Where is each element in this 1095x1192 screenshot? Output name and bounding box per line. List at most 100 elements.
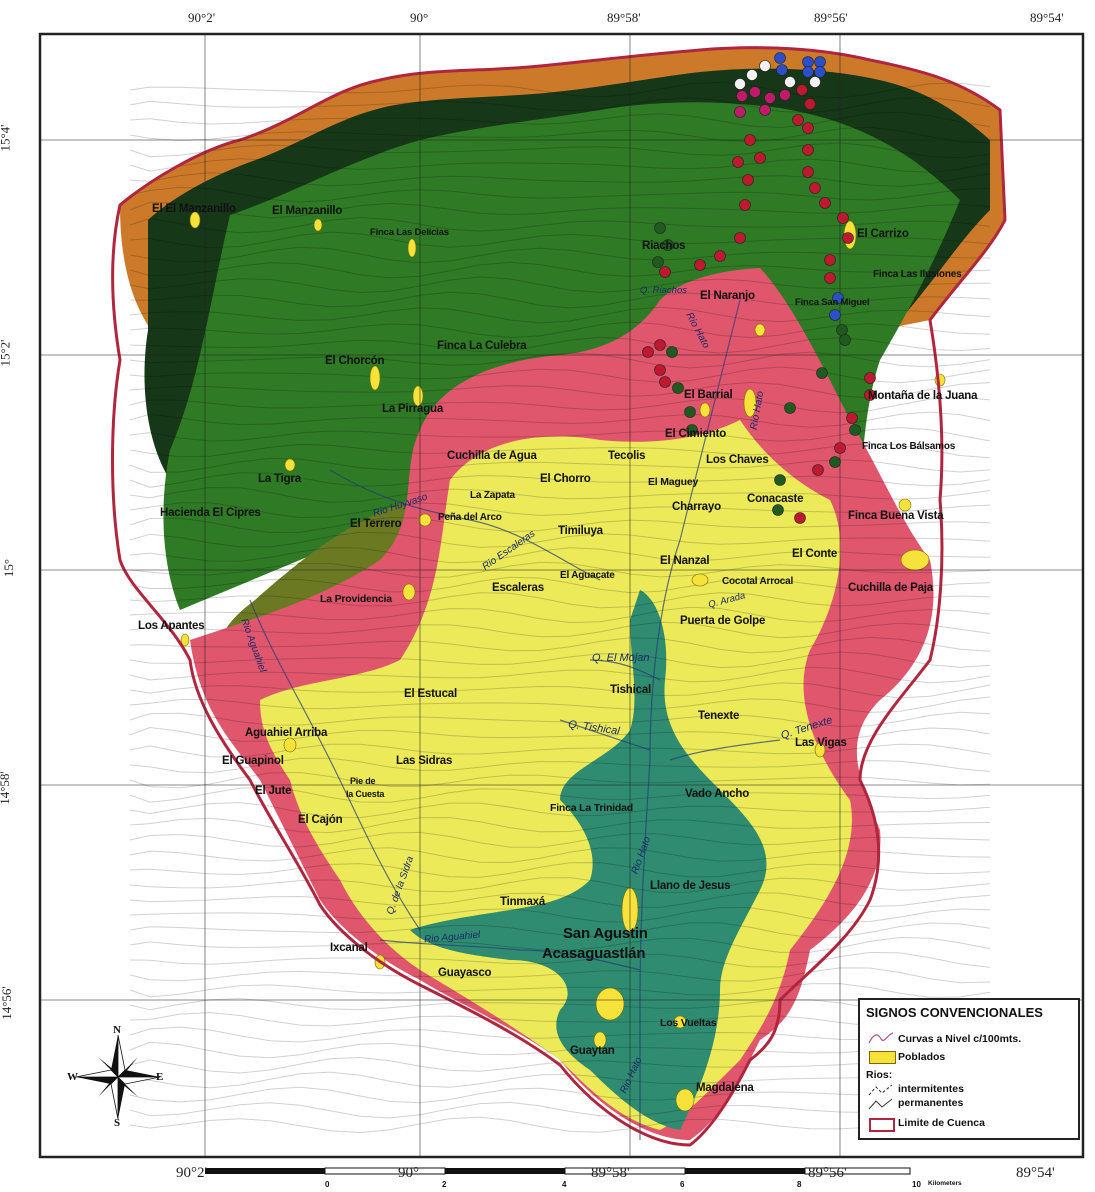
label-finca-los-balsamos: Finca Los Bálsamos [862, 441, 956, 452]
sampling-point [864, 389, 876, 401]
sampling-point [796, 84, 808, 96]
label-el-terrero: El Terrero [350, 518, 402, 530]
label-tenexte: Tenexte [698, 710, 740, 722]
scale-tick-0: 0 [325, 1180, 330, 1189]
label-los-chaves: Los Chaves [706, 454, 769, 466]
sampling-point [864, 372, 876, 384]
sampling-points [642, 52, 876, 524]
sampling-point [784, 402, 796, 414]
label-ixcanal: Ixcanal [330, 942, 368, 954]
sampling-point [686, 424, 698, 436]
sampling-point [734, 232, 746, 244]
label-la-tigra: La Tigra [258, 473, 301, 485]
scale-bar [205, 1167, 911, 1175]
sampling-point [642, 346, 654, 358]
sampling-point [736, 90, 748, 102]
sampling-point [824, 254, 836, 266]
label-guayasco: Guayasco [438, 967, 492, 979]
river-q-riachos: Q. Riachos [640, 285, 687, 296]
sampling-point [776, 64, 788, 76]
sampling-point [837, 212, 849, 224]
sampling-point [774, 52, 786, 64]
label-riachos: Riachos [642, 240, 686, 252]
permanent-swatch [868, 1098, 893, 1110]
scale-tick-10: 10 [912, 1180, 921, 1189]
label-cuchilla-de-paja: Cuchilla de Paja [848, 582, 933, 594]
sampling-point [792, 114, 804, 126]
sampling-point [779, 89, 791, 101]
label-el-nanzal: El Nanzal [660, 555, 710, 567]
coord-left-5: 14°56' [0, 986, 14, 1020]
coord-bottom-2: 90° [398, 1165, 419, 1181]
sampling-point [739, 199, 751, 211]
label-el-carrizo: El Carrizo [857, 228, 909, 240]
sampling-point [802, 66, 814, 78]
label-san-agustin: San Agustin [563, 925, 648, 942]
label-magdalena: Magdalena [696, 1082, 754, 1094]
sampling-point [824, 272, 836, 284]
sampling-point [714, 250, 726, 262]
label-el-aguacate: El Aguacate [560, 570, 615, 581]
label-puerta-de-golpe: Puerta de Golpe [680, 615, 766, 627]
coord-top-5: 89°54' [1030, 10, 1064, 25]
label-la-zapata: La Zapata [470, 490, 515, 501]
label-vado-ancho: Vado Ancho [685, 788, 750, 800]
label-finca-san-miguel: Finca San Miguel [795, 297, 870, 308]
label-finca-las-delicias: Finca Las Delicias [370, 227, 449, 238]
sampling-point [802, 122, 814, 134]
label-pie-cuesta-2: la Cuesta [346, 789, 385, 799]
sampling-point [734, 78, 746, 90]
contour-lines [129, 81, 991, 1134]
label-las-vigas: Las Vigas [795, 737, 847, 749]
coord-left-1: 15°4' [0, 124, 13, 152]
label-timiluya: Timiluya [558, 525, 603, 537]
settlement-patches [180, 211, 946, 1112]
sampling-point [759, 60, 771, 72]
label-los-vueltas: Los Vueltas [660, 1017, 717, 1029]
settlement-swatch [869, 1051, 896, 1064]
label-el-estucal: El Estucal [404, 688, 457, 700]
intermittent-swatch [868, 1084, 893, 1096]
label-charrayo: Charrayo [672, 501, 721, 513]
river-q-el-mojan: Q. El Mojan [592, 652, 650, 664]
coord-left-4: 14°58' [0, 771, 12, 805]
sampling-point [772, 504, 784, 516]
sampling-point [774, 474, 786, 486]
label-el-chorro: El Chorro [540, 473, 591, 485]
coord-bottom-3: 89°58' [591, 1165, 630, 1181]
label-las-sidras: Las Sidras [396, 755, 453, 767]
compass-rose [75, 1034, 161, 1120]
legend-settlements: Poblados [898, 1051, 946, 1063]
sampling-point [662, 239, 674, 251]
legend-box: SIGNOS CONVENCIONALES Curvas a Nivel c/1… [858, 998, 1080, 1140]
legend-contours: Curvas a Nivel c/100mts. [898, 1033, 1022, 1045]
sampling-point [666, 346, 678, 358]
label-el-barrial: El Barrial [684, 389, 733, 401]
sampling-point [832, 292, 844, 304]
sampling-point [759, 104, 771, 116]
compass-w: W [67, 1071, 78, 1083]
sampling-point [784, 76, 796, 88]
sampling-point [804, 98, 816, 110]
coord-bottom-1: 90°2' [176, 1165, 208, 1181]
label-el-conte: El Conte [792, 548, 838, 560]
sampling-point [814, 56, 826, 68]
coord-top-4: 89°56' [814, 10, 848, 25]
compass-e: E [156, 1071, 164, 1083]
coord-left-3: 15° [1, 558, 17, 578]
sampling-point [746, 69, 758, 81]
sampling-point [764, 92, 776, 104]
sampling-point [846, 412, 858, 424]
sampling-point [836, 324, 848, 336]
sampling-point [654, 339, 666, 351]
basin-swatch [869, 1118, 895, 1132]
sampling-point [829, 309, 841, 321]
scale-tick-8: 8 [797, 1180, 802, 1189]
sampling-point [749, 86, 761, 98]
sampling-point [742, 174, 754, 186]
compass-s: S [114, 1117, 121, 1129]
label-finca-buena-vista: Finca Buena Vista [848, 510, 944, 522]
sampling-point [754, 152, 766, 164]
sampling-point [802, 166, 814, 178]
